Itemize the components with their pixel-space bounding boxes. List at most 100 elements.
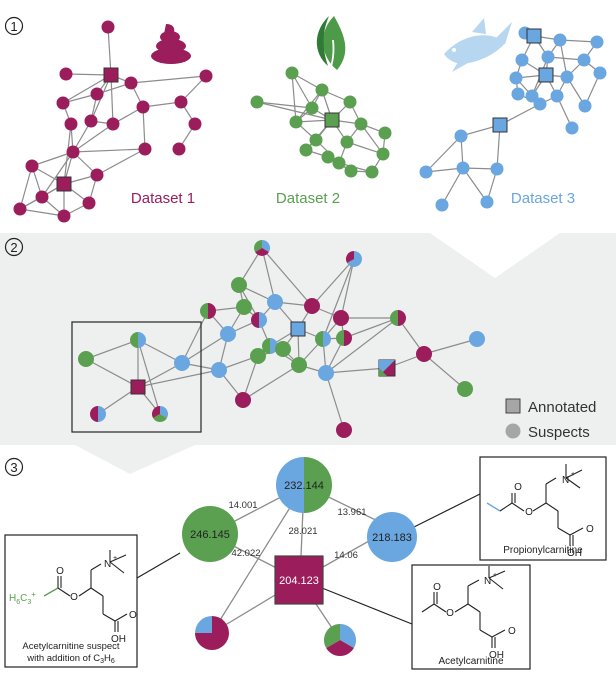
p1-suspect-node [515, 53, 529, 67]
p1-edge [256, 101, 333, 121]
svg-text:O: O [514, 482, 522, 493]
p1-annotated-node [103, 67, 119, 83]
p2-edge [85, 339, 139, 360]
p1-suspect-node [343, 95, 357, 109]
svg-text:O: O [586, 524, 594, 535]
acetylcarnitine-label: Acetylcarnitine [438, 656, 503, 667]
p2-edge [242, 364, 300, 401]
p1-annotated-node [538, 67, 554, 83]
p1-suspect-node [305, 101, 319, 115]
svg-text:+: + [571, 471, 575, 478]
edge-label-28021: 28.021 [288, 526, 317, 537]
p1-suspect-node [321, 150, 335, 164]
p2-edge [181, 310, 209, 364]
legend-annotated-marker [505, 398, 521, 414]
p1-suspect-node [101, 20, 115, 34]
p1-edge [110, 74, 114, 125]
p2-edge [325, 367, 388, 374]
p2-suspect-node [275, 341, 291, 357]
p2-suspect-node [336, 330, 352, 346]
p1-suspect-node [511, 87, 525, 101]
p1-suspect-node [59, 67, 73, 81]
p2-suspect-node [250, 348, 266, 364]
p1-suspect-node [593, 66, 607, 80]
p2-suspect-node [315, 331, 331, 347]
dataset2-label: Dataset 2 [276, 190, 340, 207]
p2-edge [423, 338, 478, 355]
p2-edge [261, 247, 276, 303]
svg-text:1: 1 [10, 19, 17, 34]
p1-edge [96, 148, 146, 176]
p1-edge [441, 167, 464, 206]
p1-edge [62, 74, 112, 104]
p2-suspect-node [254, 240, 270, 256]
p2-edge [137, 339, 161, 415]
legend: Annotated Suspects [505, 398, 596, 441]
p1-suspect-node [57, 209, 71, 223]
p1-edge [130, 75, 207, 84]
svg-text:O: O [129, 610, 137, 621]
svg-text:O: O [70, 592, 78, 603]
p1-suspect-node [344, 164, 358, 178]
p1-suspect-node [332, 156, 346, 170]
p1-edge [291, 72, 313, 109]
dataset3-label: Dataset 3 [511, 190, 575, 207]
p2-edge [325, 372, 345, 431]
p1-suspect-node [13, 202, 27, 216]
p1-suspect-node [490, 162, 504, 176]
p2-edge [322, 258, 355, 340]
p1-suspect-node [376, 147, 390, 161]
suspect-label-line1: Acetylcarnitine suspect [22, 641, 120, 652]
p2-suspect-node [469, 331, 485, 347]
p2-edge [340, 258, 355, 319]
p1-suspect-node [106, 117, 120, 131]
svg-text:OH: OH [111, 634, 126, 645]
svg-text:OH: OH [567, 548, 582, 559]
p2-suspect-node [318, 365, 334, 381]
p2-suspect-node [416, 346, 432, 362]
node-246145: 246.145 [182, 506, 238, 562]
p1-edge [107, 26, 112, 76]
node-204123-label: 204.123 [279, 575, 319, 587]
p1-suspect-node [25, 159, 39, 173]
p2-edge [423, 353, 466, 390]
svg-text:O: O [446, 608, 454, 619]
p1-suspect-node [365, 165, 379, 179]
p1-edge [291, 72, 297, 123]
svg-text:3: 3 [10, 460, 17, 475]
svg-text:N: N [104, 559, 111, 570]
p2-suspect-node [174, 355, 190, 371]
p1-suspect-node [35, 190, 49, 204]
p1-suspect-node [299, 143, 313, 157]
p2-edge [343, 317, 399, 339]
panel3-pies [195, 616, 357, 656]
p1-suspect-node [454, 129, 468, 143]
p1-suspect-node [174, 95, 188, 109]
p1-edge [19, 165, 33, 210]
node-218183-label: 218.183 [372, 532, 412, 544]
svg-text:N: N [562, 475, 569, 486]
p1-suspect-node [124, 76, 138, 90]
p1-suspect-node [577, 53, 591, 67]
svg-text:O: O [433, 582, 441, 593]
p1-suspect-node [378, 126, 392, 140]
p2-annotated-node [290, 321, 306, 337]
p1-suspect-node [199, 69, 213, 83]
p1-suspect-node [309, 133, 323, 147]
p1-suspect-node [56, 96, 70, 110]
p1-edge [142, 106, 146, 150]
p1-suspect-node [315, 83, 329, 97]
legend-suspects-label: Suspects [528, 424, 590, 441]
panel3-connectors [136, 493, 481, 625]
p2-suspect-node [90, 406, 106, 422]
zoom-box [71, 321, 202, 433]
svg-text:+: + [493, 572, 497, 579]
p1-suspect-node [565, 121, 579, 135]
p1-edge [462, 167, 488, 203]
p1-suspect-node [590, 35, 604, 49]
p1-suspect-node [285, 66, 299, 80]
p1-edge [256, 101, 313, 109]
p1-suspect-node [578, 99, 592, 113]
p1-suspect-node [541, 50, 555, 64]
